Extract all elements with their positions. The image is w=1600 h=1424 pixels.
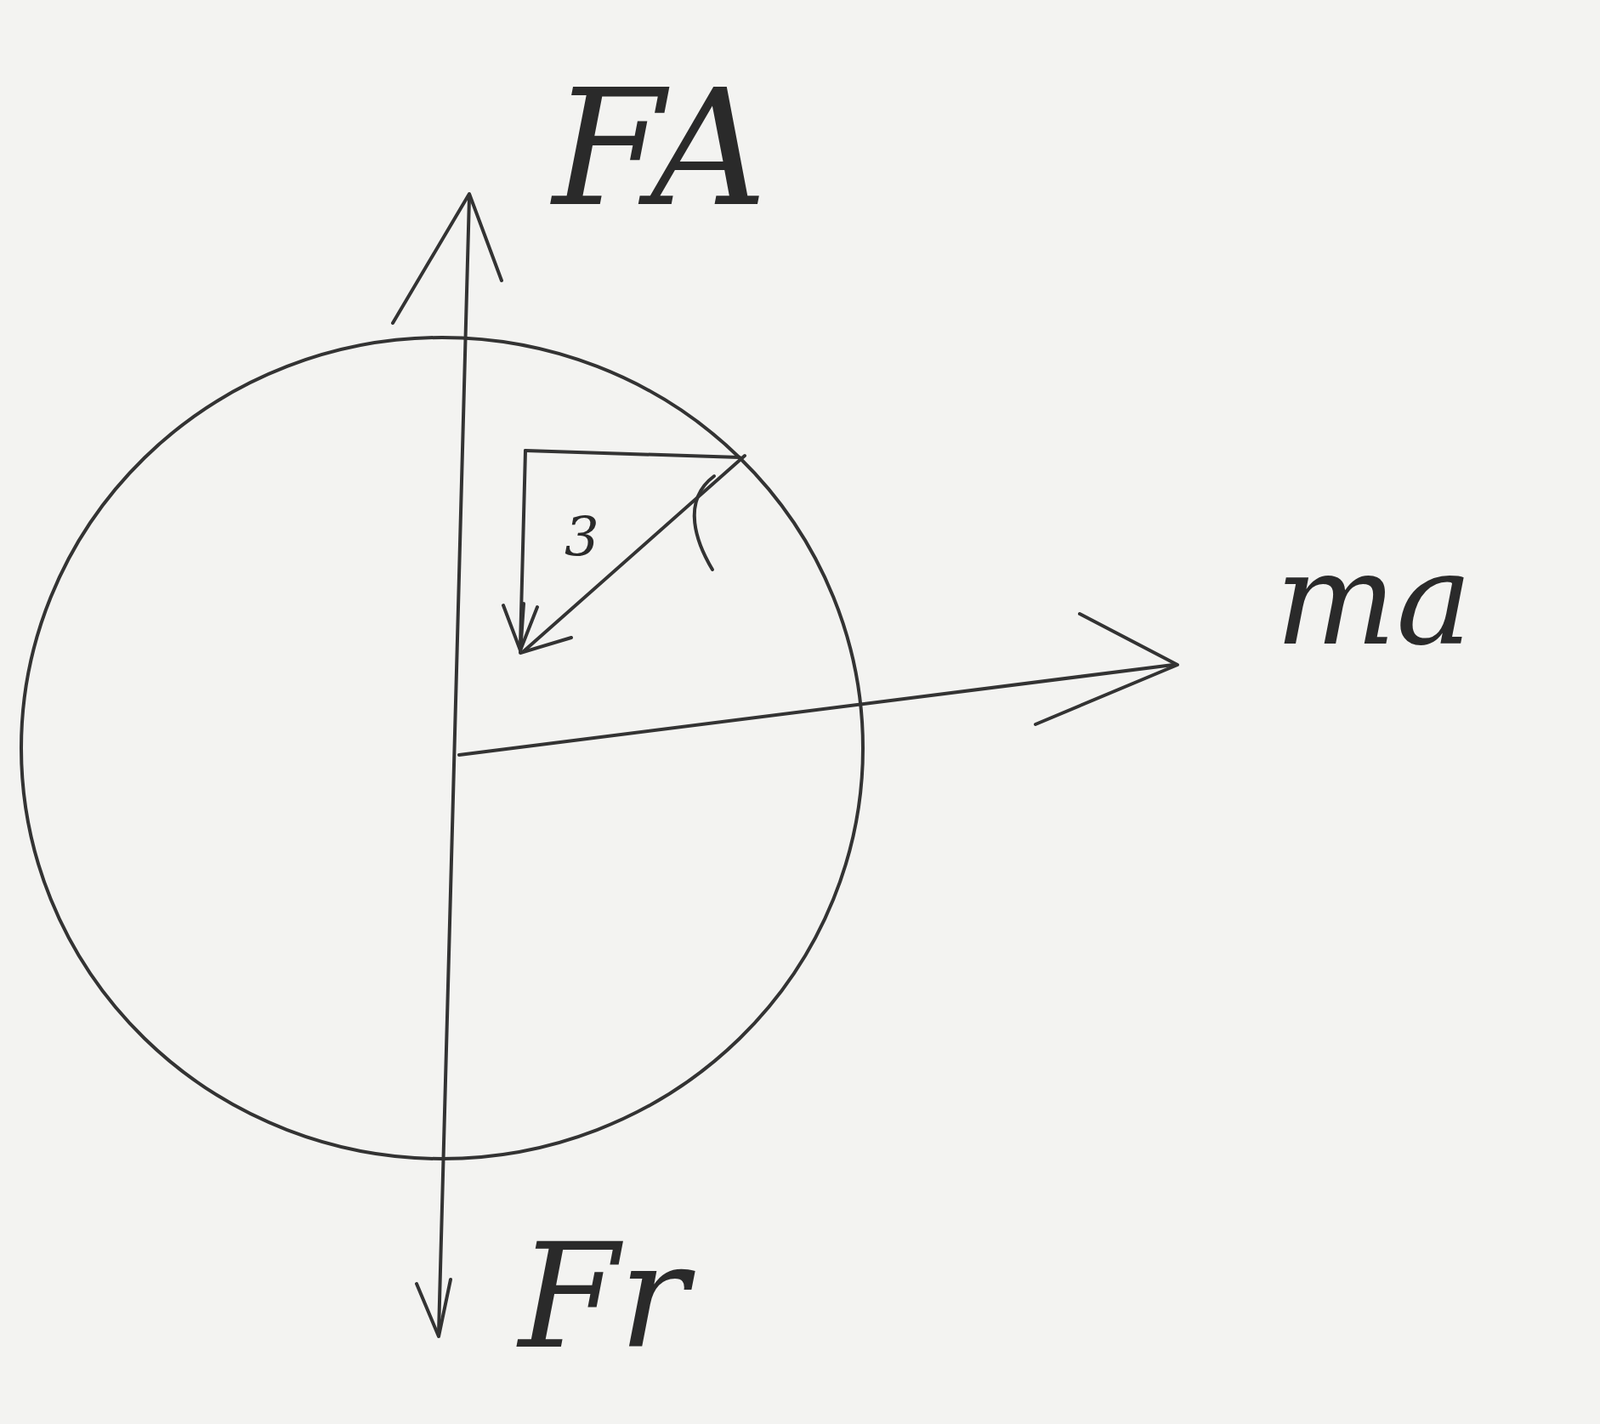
up-arrowhead <box>392 193 502 324</box>
force-label: Fr <box>518 1224 688 1369</box>
triangle-hypotenuse <box>523 455 745 652</box>
down-arrowhead <box>416 1279 451 1337</box>
vertical-force-line <box>438 197 470 1334</box>
triangle-top-leg <box>525 450 740 458</box>
angle-arc <box>694 476 715 570</box>
force-label: FA <box>552 68 768 230</box>
right-arrowhead <box>1035 613 1178 725</box>
body-circle <box>21 337 863 1159</box>
force-label: ma <box>1275 535 1473 664</box>
dimension-label: 3 <box>564 510 600 565</box>
hypotenuse-arrowhead <box>520 603 572 653</box>
